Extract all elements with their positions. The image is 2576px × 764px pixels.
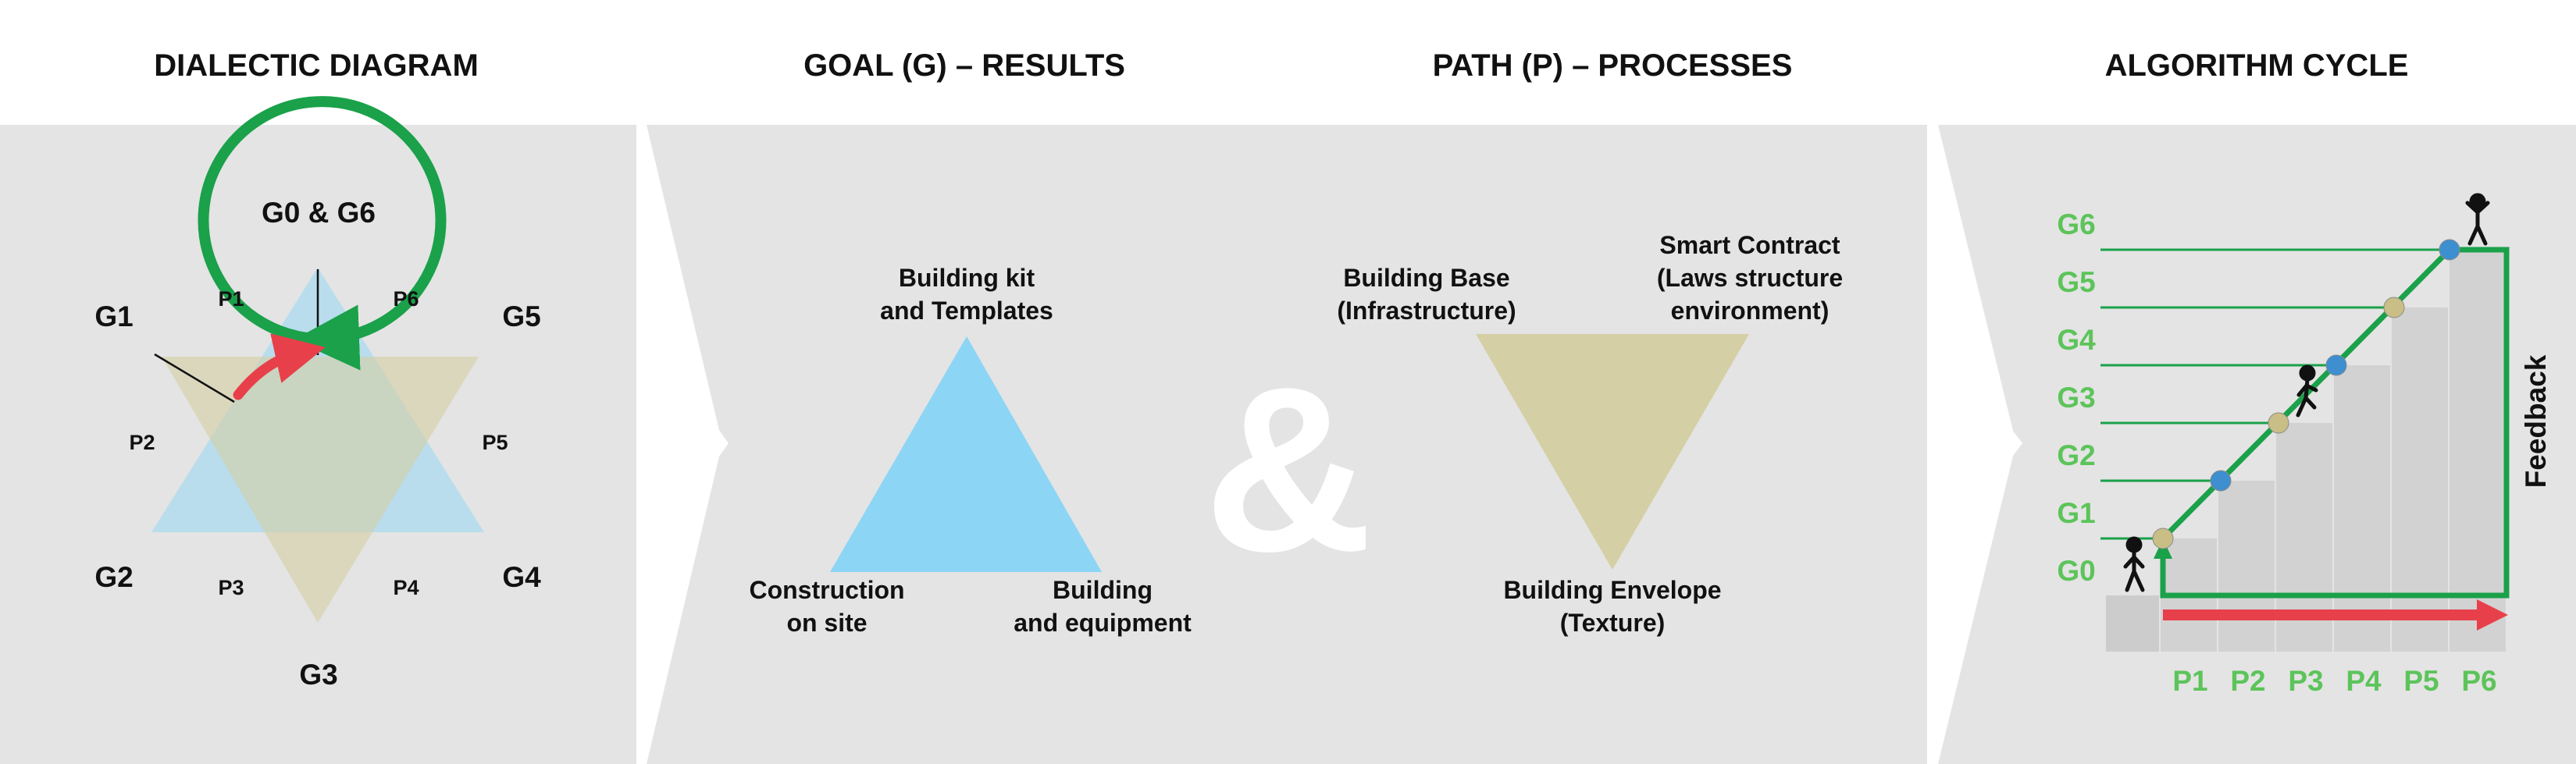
person-icon-middle [2296,364,2318,418]
person-icon-start [2123,536,2145,592]
label-g1: G1 [94,300,133,332]
red-arrowhead [2477,599,2508,631]
level-lines [2100,248,2450,540]
green-progress-line [2160,247,2510,599]
p-label-2: P2 [2230,665,2265,697]
label-g4: G4 [502,561,541,593]
green-cycle-arrow [198,96,447,371]
goal-label-right-1: Building [1053,576,1153,604]
step-2 [2218,481,2275,652]
label-p6: P6 [393,287,419,311]
header-goal-results: GOAL (G) – RESULTS [803,48,1125,83]
label-g3: G3 [299,659,337,691]
dot-g3 [2268,412,2289,434]
path-label-bottom-1: Building Envelope [1503,576,1721,604]
label-p3: P3 [218,576,244,599]
label-g2: G2 [94,561,133,593]
path-label-left-1: Building Base [1343,264,1509,292]
header-dialectic-diagram: DIALECTIC DIAGRAM [154,48,479,83]
header-algorithm-cycle: ALGORITHM CYCLE [2104,48,2409,83]
g-label-0: G0 [2057,555,2095,587]
g-label-3: G3 [2057,382,2095,414]
path-label-bottom-2: (Texture) [1560,609,1666,637]
g-label-5: G5 [2057,266,2095,298]
p-label-4: P4 [2346,665,2382,697]
dot-g2 [2210,470,2232,492]
g-label-2: G2 [2057,439,2095,471]
goal-label-left-2: on site [786,609,867,637]
goal-label-left-1: Construction [749,576,904,604]
dot-g6 [2439,239,2460,261]
goal-label-top-1: Building kit [899,264,1035,292]
goal-label-right-2: and equipment [1014,609,1192,637]
pointer-line-left [154,353,235,403]
label-p2: P2 [129,431,155,454]
label-g0-g6: G0 & G6 [262,197,376,229]
label-p1: P1 [218,287,244,311]
feedback-label: Feedback [2520,354,2552,488]
step-5 [2392,307,2448,652]
p-label-5: P5 [2403,665,2439,697]
hexagram-down-triangle [162,357,479,623]
step-base [2106,595,2159,652]
ampersand: & [1204,338,1374,600]
p-label-3: P3 [2288,665,2323,697]
dot-g4 [2325,354,2347,376]
step-6 [2450,250,2506,652]
dot-g5 [2383,297,2405,318]
path-label-left-2: (Infrastructure) [1337,297,1516,325]
g-level-labels: G6 G5 G4 G3 G2 G1 G0 [2057,208,2096,587]
path-label-right-3: environment) [1671,297,1830,325]
chevron-separator-2 [1928,332,2023,554]
goal-blue-triangle [830,336,1102,572]
path-label-right-2: (Laws structure [1657,264,1843,292]
label-p5: P5 [482,431,508,454]
g-label-6: G6 [2057,208,2095,240]
p-label-1: P1 [2172,665,2207,697]
milestone-dots [2152,239,2460,549]
header-path-processes: PATH (P) – PROCESSES [1432,48,1793,83]
dot-g1 [2152,528,2174,549]
step-4 [2334,365,2390,652]
p-process-labels: P1 P2 P3 P4 P5 P6 [2172,665,2496,697]
chevron-separator-1 [642,332,729,554]
person-icon-top [2465,193,2490,246]
label-p4: P4 [393,576,419,599]
g-label-4: G4 [2057,324,2096,356]
path-tan-triangle [1476,334,1749,570]
red-progress-arrow [233,333,326,400]
panel-divider [1927,125,1938,764]
hexagram [151,268,484,623]
panel-goal-path [636,125,1927,764]
label-g5: G5 [502,300,540,332]
goal-label-top-2: and Templates [880,297,1053,325]
path-label-right-1: Smart Contract [1659,231,1840,259]
p-label-6: P6 [2461,665,2496,697]
g-label-1: G1 [2057,497,2095,529]
